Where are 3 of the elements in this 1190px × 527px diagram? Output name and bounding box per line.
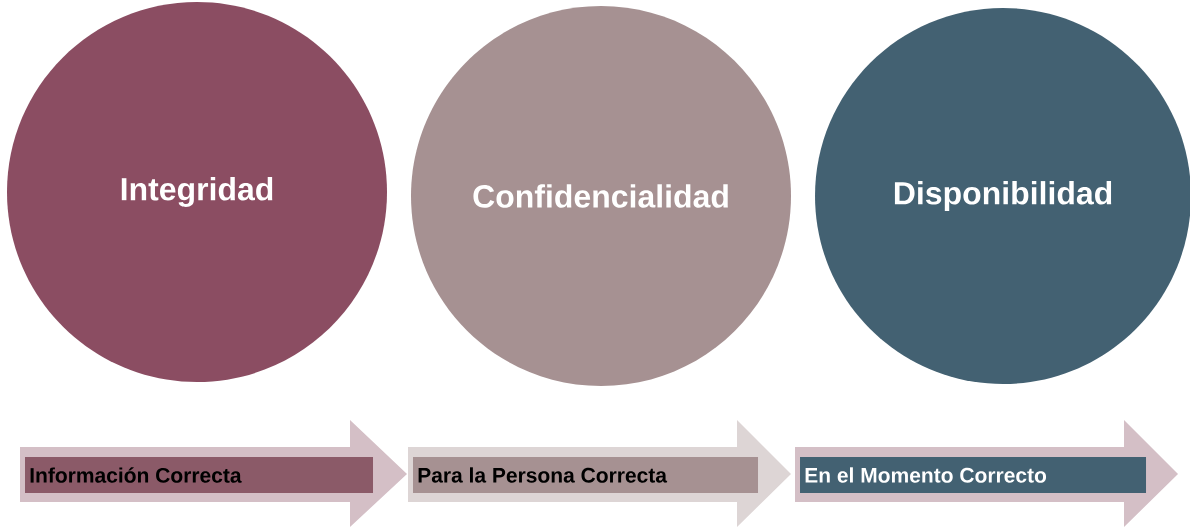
pointed-banner: Información Correcta — [20, 420, 407, 527]
pointed-banner: Para la Persona Correcta — [408, 420, 791, 527]
pointed-banner: En el Momento Correcto — [795, 420, 1178, 527]
